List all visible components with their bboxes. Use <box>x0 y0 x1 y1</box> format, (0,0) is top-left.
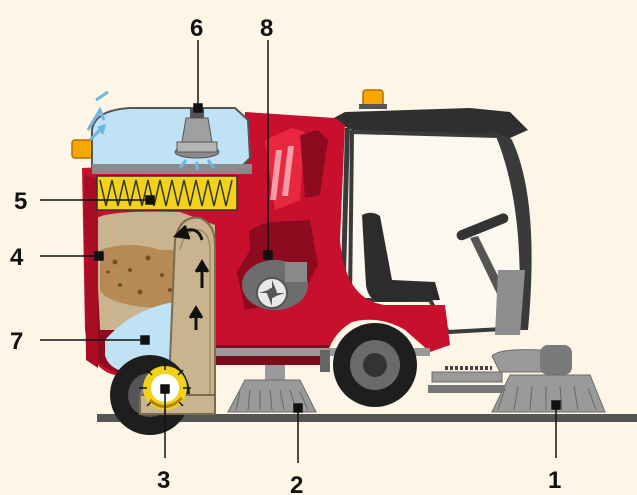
callout-8: 8 <box>260 15 273 42</box>
engine-icon <box>242 260 308 310</box>
callout-5: 5 <box>14 188 27 215</box>
callout-7: 7 <box>10 328 23 355</box>
callout-3: 3 <box>157 467 170 494</box>
callout-2: 2 <box>290 472 303 495</box>
front-brush <box>428 345 605 412</box>
callout-1: 1 <box>548 467 561 494</box>
callout-6: 6 <box>190 15 203 42</box>
filter <box>97 176 237 210</box>
side-brush-rear <box>228 365 316 412</box>
front-wheel <box>333 323 417 407</box>
callout-4: 4 <box>10 244 24 271</box>
fan-housing <box>88 92 252 174</box>
